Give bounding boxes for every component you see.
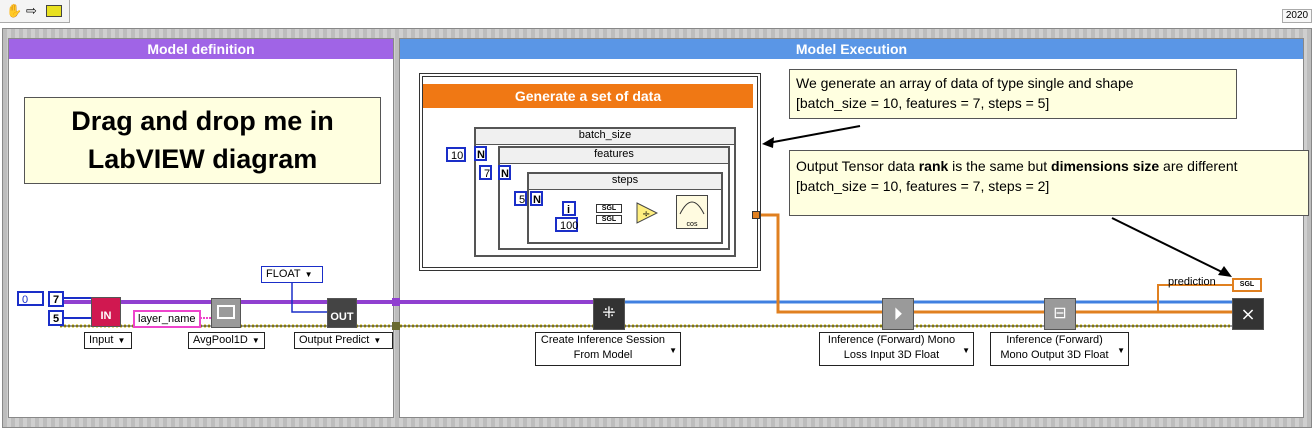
output-predict-ring[interactable]: Output Predict▼ [294,332,393,349]
output-note-rank: rank [918,158,949,174]
tunnel-1 [392,298,400,306]
features-n-terminal: N [498,165,511,180]
cos-icon [679,201,705,215]
sgl-convert-2[interactable]: SGL [596,215,622,224]
layer-name-constant[interactable]: layer_name [133,310,201,328]
output-note-text-3: are different [1159,158,1238,174]
inference-output-node[interactable]: ⊟ [1044,298,1076,330]
dropdown-icon: ▼ [117,336,126,345]
features-count[interactable]: 7 [479,165,492,180]
wire-float [291,282,330,313]
output-note-line1: Output Tensor data rank is the same but … [796,156,1302,176]
version-label: 2020 [1282,9,1312,23]
batch-count[interactable]: 10 [446,147,466,162]
inference-loss-ring[interactable]: Inference (Forward) Mono Loss Input 3D F… [819,332,974,366]
arrow-to-prediction [1111,217,1227,275]
hand-icon[interactable]: ✋ [6,3,23,18]
features-label: features [500,148,728,164]
cos-label: cos [686,221,698,228]
generate-note-line2: [batch_size = 10, features = 7, steps = … [796,95,1050,111]
output-tunnel [752,211,760,219]
wire-prediction [1157,284,1232,312]
prediction-label: prediction [1168,276,1216,288]
batch-n-terminal: N [474,146,487,161]
sgl-convert-1[interactable]: SGL [596,204,622,213]
dropdown-icon: ▼ [1117,346,1125,355]
output-layer-node[interactable]: OUT [327,298,357,328]
divide-icon: ÷ [642,209,650,220]
close-session-node[interactable]: ⨯ [1232,298,1264,330]
output-note-text-1: Output Tensor data [796,158,919,174]
avgpool-icon [217,305,235,319]
batch-label: batch_size [476,129,734,145]
generate-header: Generate a set of data [423,84,753,108]
dropdown-icon: ▼ [304,270,313,279]
drag-note[interactable]: Drag and drop me in LabVIEW diagram [24,97,381,184]
cos-node[interactable]: cos [676,195,708,229]
dropdown-icon: ▼ [669,346,677,355]
float-label: FLOAT [266,268,301,280]
labview-icon [46,5,62,17]
input-ring-label: Input [89,334,114,346]
generate-note: We generate an array of data of type sin… [789,69,1237,119]
inference-output-ring[interactable]: Inference (Forward) Mono Output 3D Float… [990,332,1129,366]
arrow-head-1 [762,137,774,148]
arrow-icon[interactable]: ⇨ [26,3,37,18]
output-note-dims: dimensions size [1051,158,1160,174]
output-predict-label: Output Predict [299,334,370,346]
session-icon: ⁜ [602,305,616,322]
avgpool-ring[interactable]: AvgPool1D▼ [188,332,265,349]
create-session-ring[interactable]: Create Inference Session From Model▼ [535,332,681,366]
output-icon: ⊟ [1053,305,1067,322]
five-constant[interactable]: 5 [48,310,64,326]
output-note-text-2: is the same but [948,158,1052,174]
steps-n-terminal: N [530,191,543,206]
zero-value: 0 [22,294,29,306]
i-terminal: i [562,201,576,216]
create-session-label: Create Inference Session From Model [540,334,666,361]
dropdown-icon: ▼ [251,336,260,345]
output-note-line2: [batch_size = 10, features = 7, steps = … [796,178,1050,194]
tunnel-2 [392,322,400,330]
steps-label: steps [529,174,721,190]
arrow-head-2 [1218,266,1232,277]
inference-output-label: Inference (Forward) Mono Output 3D Float [1000,334,1109,361]
inference-loss-node[interactable]: ⏵ [882,298,914,330]
prediction-indicator[interactable]: SGL [1232,278,1262,292]
dropdown-icon: ▼ [962,346,970,355]
input-ring[interactable]: Input▼ [84,332,132,349]
dropdown-icon: ▼ [373,336,382,345]
toolbar: ✋ ⇨ [0,0,70,23]
forward-icon: ⏵ [893,304,903,324]
seven-constant[interactable]: 7 [48,291,64,307]
model-definition-header: Model definition [9,39,393,59]
divide-node[interactable]: ÷ [636,202,658,224]
float-ring[interactable]: FLOAT▼ [261,266,323,283]
zero-constant[interactable]: 0 [17,291,44,306]
close-icon: ⨯ [1240,304,1256,324]
avgpool-label: AvgPool1D [193,334,248,346]
arrow-to-generate [767,125,861,144]
wire-data-orange [757,213,1262,314]
hundred-constant[interactable]: 100 [555,217,578,232]
model-execution-header: Model Execution [400,39,1303,59]
avgpool-node[interactable] [211,298,241,328]
generate-note-line1: We generate an array of data of type sin… [796,75,1134,91]
output-note: Output Tensor data rank is the same but … [789,150,1309,216]
create-session-node[interactable]: ⁜ [593,298,625,330]
steps-count[interactable]: 5 [514,191,527,206]
inference-loss-label: Inference (Forward) Mono Loss Input 3D F… [827,334,956,361]
input-layer-node[interactable]: IN [91,297,121,327]
